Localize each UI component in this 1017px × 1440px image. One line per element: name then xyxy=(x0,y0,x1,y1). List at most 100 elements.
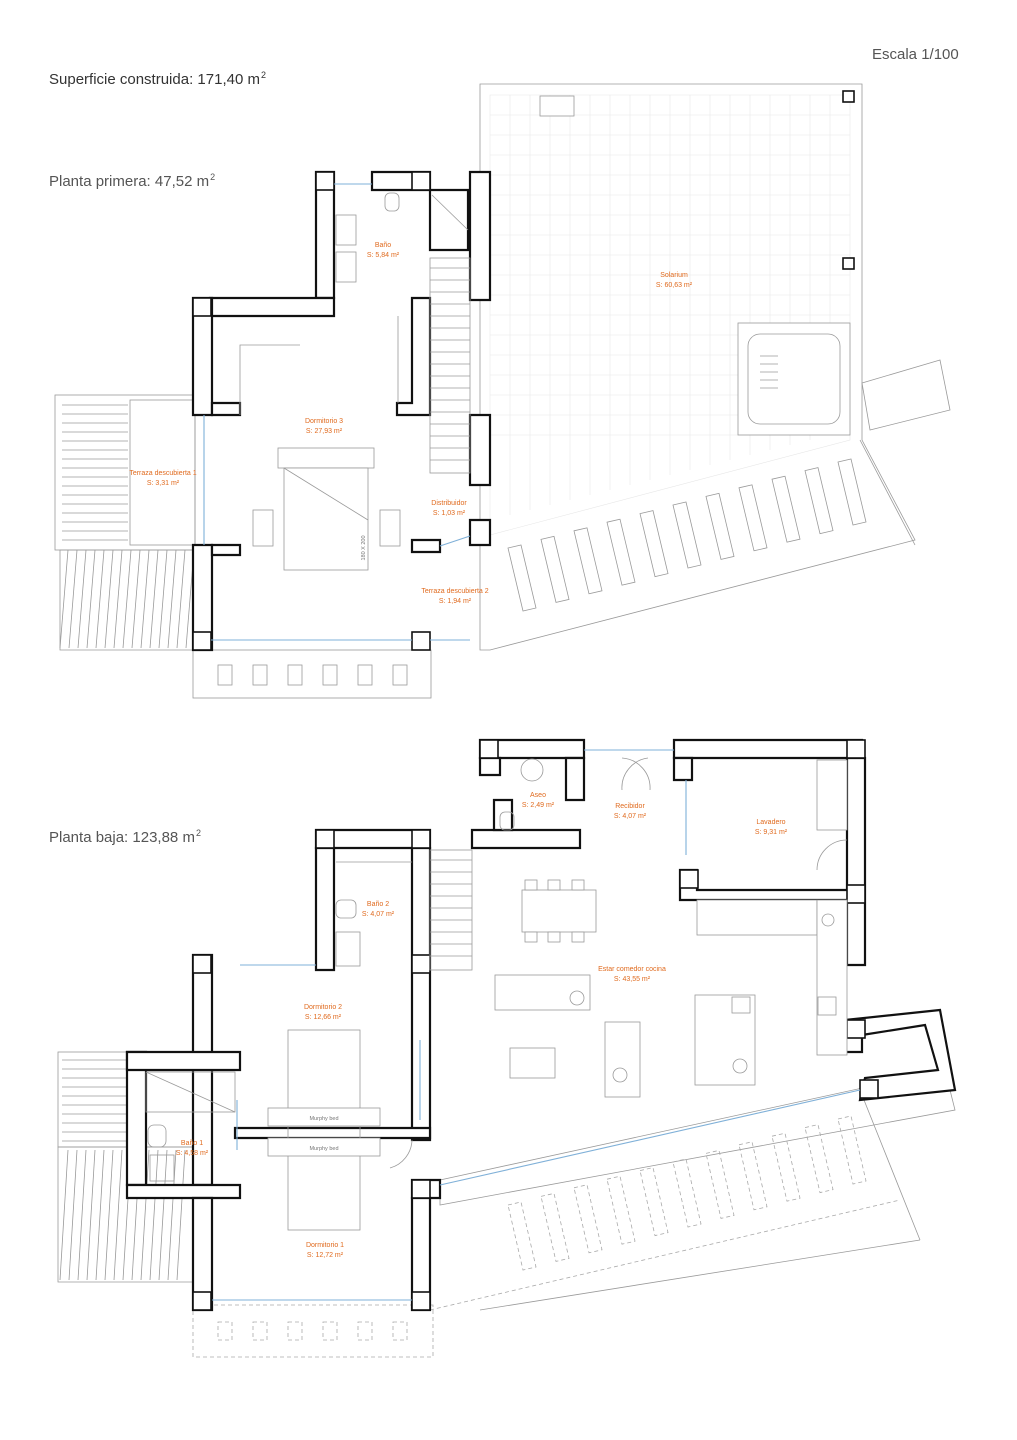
exterior-paving xyxy=(429,1069,956,1311)
room-area-aseo: S: 2,49 m² xyxy=(522,802,555,809)
murphy-bed-label-2: Murphy bed xyxy=(309,1146,338,1152)
parking-slat xyxy=(639,1167,669,1237)
coffee-table xyxy=(509,1047,556,1079)
pergola-slat xyxy=(672,501,702,569)
ground-walls xyxy=(125,738,957,1312)
garden-stair-treads-lower xyxy=(59,1149,186,1281)
door-swings xyxy=(389,757,848,1169)
room-label-estar: Estar comedor cocina xyxy=(598,966,666,973)
room-label-bano-1: Baño 1 xyxy=(181,1140,203,1147)
ground-floor-title-text: Planta baja: 123,88 m xyxy=(49,829,195,846)
upper-floor-title-sup: 2 xyxy=(210,172,216,182)
pergola-slat xyxy=(804,467,834,535)
laundry-counter xyxy=(816,759,848,831)
upper-walls xyxy=(191,170,492,652)
room-area-estar: S: 43,55 m² xyxy=(614,976,651,983)
pool-steps xyxy=(760,355,778,389)
armchair xyxy=(604,1021,641,1098)
room-area-terraza-1: S: 3,31 m² xyxy=(147,480,180,487)
pergola-slat xyxy=(540,535,570,603)
room-area-dormitorio-1: S: 12,72 m² xyxy=(307,1252,344,1259)
room-area-bano-2: S: 4,07 m² xyxy=(362,911,395,918)
parking-slat xyxy=(672,1158,702,1228)
terrace-1 xyxy=(54,394,196,651)
room-area-dormitorio-2: S: 12,66 m² xyxy=(305,1014,342,1021)
ground-room-labels: Aseo S: 2,49 m² Recibidor S: 4,07 m² Lav… xyxy=(176,792,788,1259)
parking-slat xyxy=(804,1124,834,1194)
room-label-aseo: Aseo xyxy=(530,792,546,799)
pergola-slat xyxy=(705,492,735,560)
scale-label: Escala 1/100 xyxy=(872,46,959,63)
bathroom-fixtures xyxy=(335,192,469,283)
column-marker xyxy=(842,90,855,103)
murphy-beds: Murphy bed Murphy bed xyxy=(267,1029,381,1231)
room-label-distribuidor: Distribuidor xyxy=(431,500,467,507)
ground-fixtures xyxy=(145,758,544,1182)
upper-floor-plan: 180 X 200 Baño S: 5,84 m² Solarium S: 60… xyxy=(54,83,951,699)
room-label-dormitorio-2: Dormitorio 2 xyxy=(304,1004,342,1011)
front-planter-ground xyxy=(192,1304,434,1358)
room-area-recibidor: S: 4,07 m² xyxy=(614,813,647,820)
ground-interior-stairs xyxy=(429,849,473,971)
pergola-slat xyxy=(639,510,669,578)
built-area-sup: 2 xyxy=(260,70,266,80)
parking-slat xyxy=(573,1184,603,1254)
ground-floor-title-sup: 2 xyxy=(195,828,201,838)
scale-text: Escala 1/100 xyxy=(872,46,959,63)
bed-size-label: 180 X 200 xyxy=(361,535,367,560)
pergola-slat xyxy=(837,458,867,526)
room-area-lavadero: S: 9,31 m² xyxy=(755,829,788,836)
room-label-bano-2: Baño 2 xyxy=(367,901,389,908)
garden-stairs xyxy=(57,1051,194,1283)
room-label-lavadero: Lavadero xyxy=(756,819,785,826)
room-label-terraza-1: Terraza descubierta 1 xyxy=(129,470,196,477)
kitchen-counter-side xyxy=(816,899,848,1056)
nightstand xyxy=(379,509,401,547)
room-area-terraza-2: S: 1,94 m² xyxy=(439,598,472,605)
stair-treads xyxy=(430,267,470,461)
kitchen-island xyxy=(694,994,756,1086)
solarium-grid xyxy=(490,95,850,515)
front-planter xyxy=(192,649,432,699)
pergola-slat xyxy=(573,527,603,595)
room-label-terraza-2: Terraza descubierta 2 xyxy=(421,588,488,595)
murphy-bed-cabinet-1 xyxy=(267,1107,381,1127)
pergola-slat xyxy=(507,544,537,612)
pergola-slat xyxy=(606,518,636,586)
interior-stairs xyxy=(429,257,471,474)
terrace-stairs-lower xyxy=(59,549,195,649)
parking-slats xyxy=(507,1115,867,1271)
kitchen-counter xyxy=(696,899,818,936)
room-area-bano-1: S: 4,58 m² xyxy=(176,1150,209,1157)
nightstand xyxy=(252,509,274,547)
garden-stair-treads xyxy=(62,1059,127,1142)
upper-floor-title-text: Planta primera: 47,52 m xyxy=(49,173,210,190)
kitchen-living-furniture xyxy=(494,759,848,1098)
room-label-dormitorio-1: Dormitorio 1 xyxy=(306,1242,344,1249)
parking-slat xyxy=(837,1115,867,1185)
column-marker xyxy=(842,257,855,270)
room-area-solarium: S: 60,63 m² xyxy=(656,282,693,289)
murphy-bed-label-1: Murphy bed xyxy=(309,1116,338,1122)
room-area-distribuidor: S: 1,03 m² xyxy=(433,510,466,517)
parking-slat xyxy=(738,1141,768,1211)
room-area-bano: S: 5,84 m² xyxy=(367,252,400,259)
parking-slat xyxy=(705,1149,735,1219)
bed xyxy=(283,467,369,571)
room-label-bano: Baño xyxy=(375,242,391,249)
built-area-text: Superficie construida: 171,40 m xyxy=(49,71,260,88)
pergola-slat xyxy=(738,484,768,552)
glazing xyxy=(203,183,471,641)
built-area-heading: Superficie construida: 171,40 m2 xyxy=(49,70,266,88)
room-label-dormitorio-3: Dormitorio 3 xyxy=(305,418,343,425)
upper-room-labels: Baño S: 5,84 m² Solarium S: 60,63 m² Dor… xyxy=(129,242,692,605)
plunge-pool xyxy=(737,322,851,436)
solarium-area xyxy=(479,83,951,651)
room-area-dormitorio-3: S: 27,93 m² xyxy=(306,428,343,435)
pergola-beam xyxy=(861,359,951,431)
dining-table xyxy=(521,889,597,933)
room-label-recibidor: Recibidor xyxy=(615,803,645,810)
parking-slat xyxy=(507,1201,537,1271)
room-label-solarium: Solarium xyxy=(660,272,688,279)
